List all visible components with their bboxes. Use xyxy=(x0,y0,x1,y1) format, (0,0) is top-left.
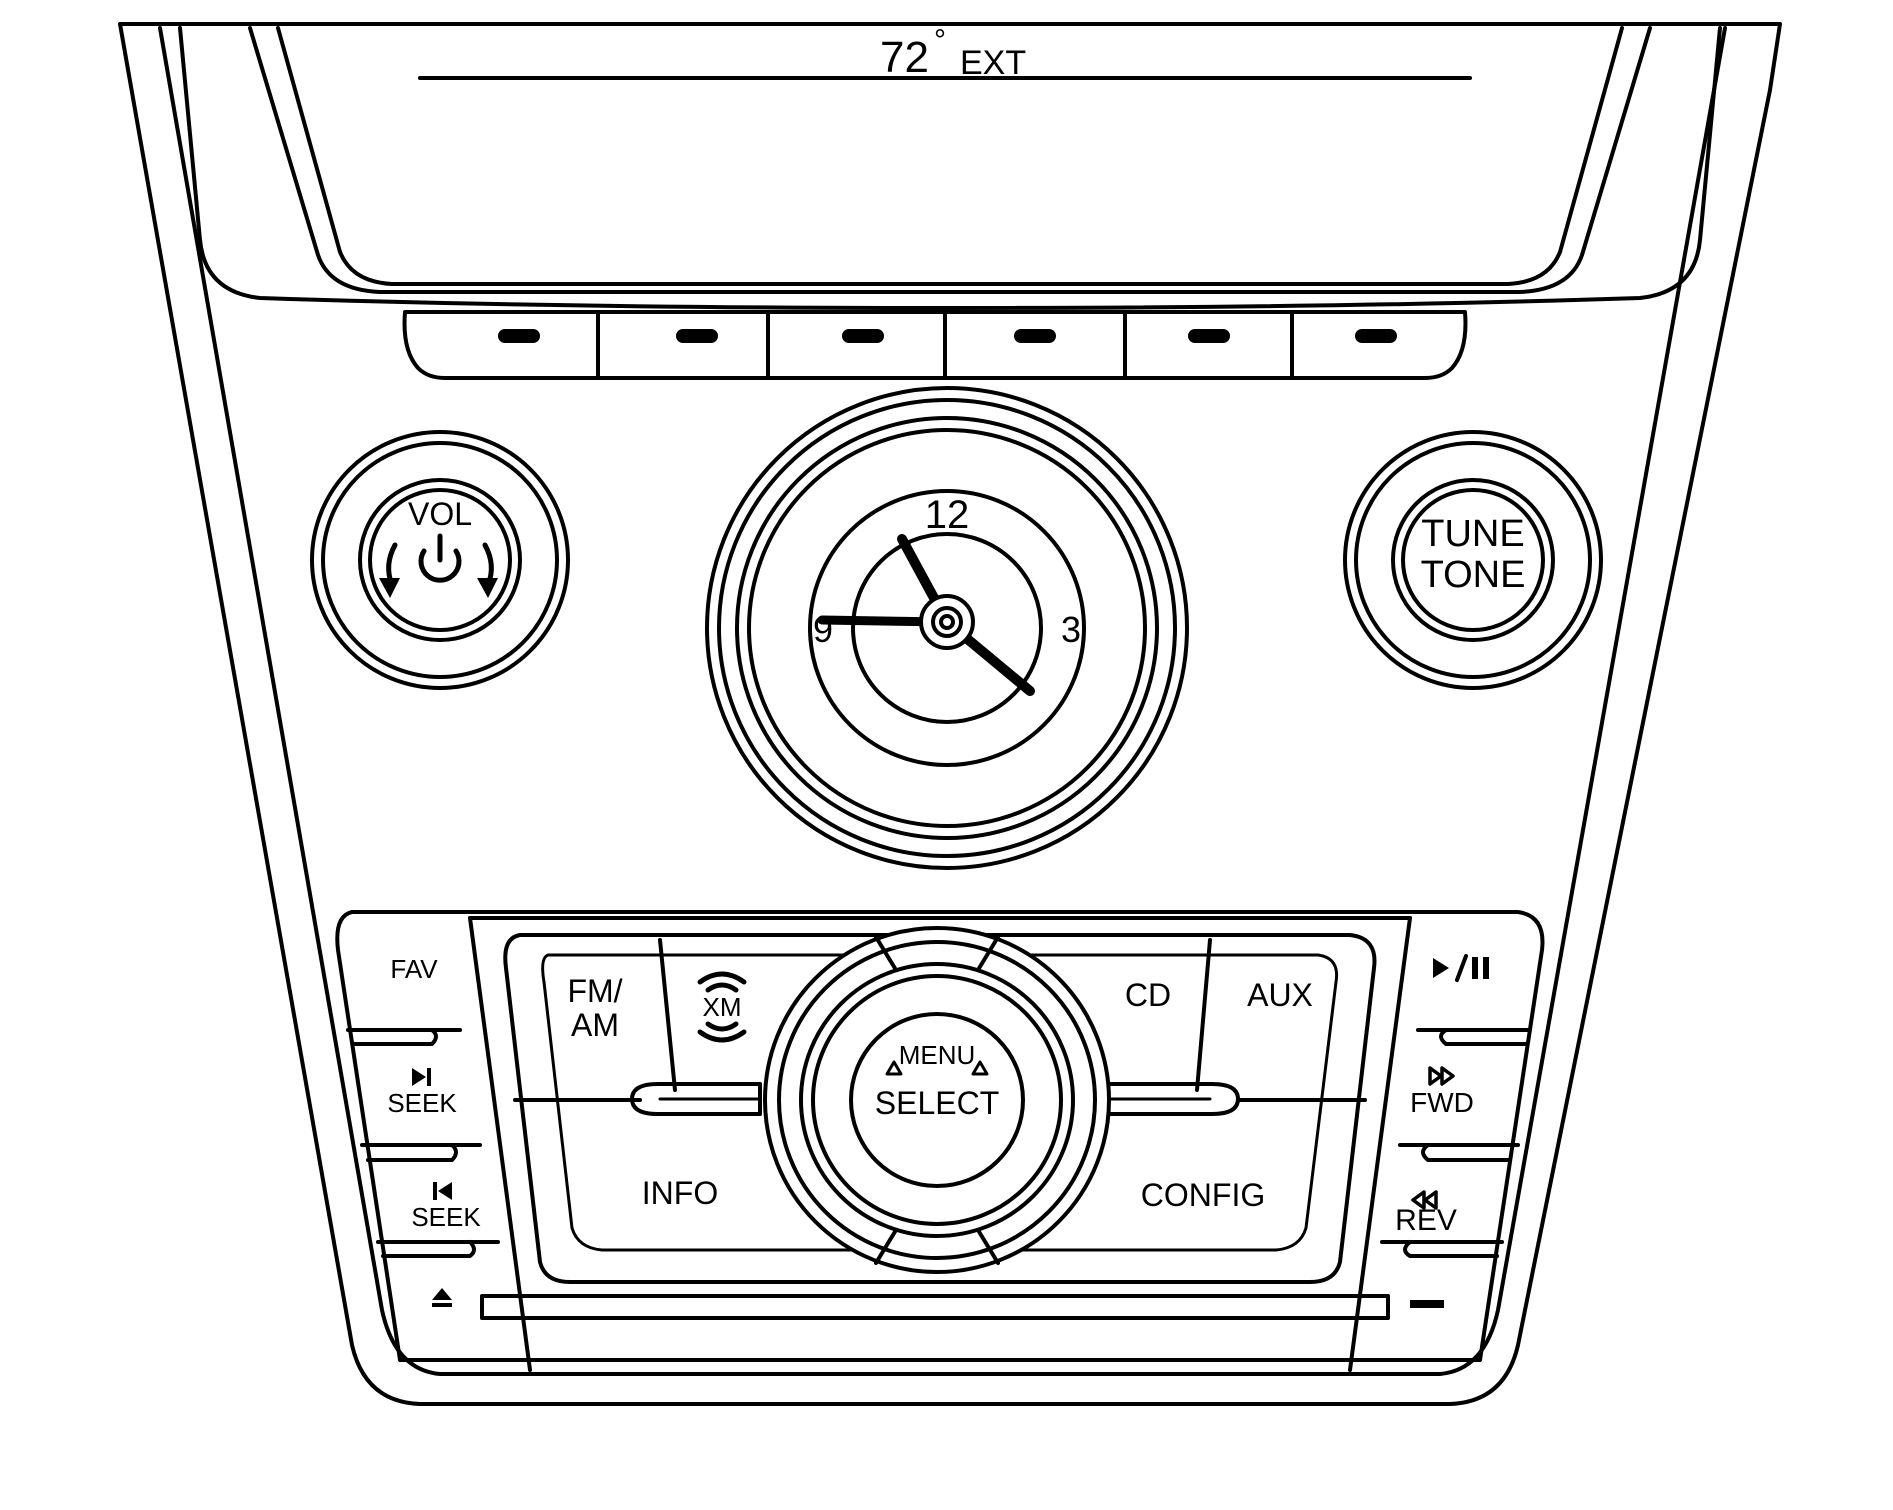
skip-prev-icon xyxy=(433,1182,452,1200)
info-label: INFO xyxy=(642,1175,718,1211)
clock-numeral-12: 12 xyxy=(925,493,970,537)
temperature-value: 72 xyxy=(880,33,929,82)
softkey-row xyxy=(402,310,1468,380)
menu-left-triangle-icon xyxy=(885,1060,903,1076)
cd-label: CD xyxy=(1125,977,1171,1013)
fm-am-label-line2: AM xyxy=(571,1007,619,1043)
right-button-column: FWD REV xyxy=(1380,954,1532,1308)
analog-clock: 12 3 9 xyxy=(705,386,1189,870)
menu-label: MENU xyxy=(899,1040,976,1070)
display-screen: 72 ° EXT xyxy=(178,24,1722,310)
select-label: SELECT xyxy=(875,1085,999,1121)
config-label: CONFIG xyxy=(1141,1177,1265,1213)
fav-label: FAV xyxy=(390,954,438,984)
play-pause-button[interactable] xyxy=(1433,954,1489,982)
degree-symbol: ° xyxy=(934,24,946,57)
dash-icon xyxy=(1014,329,1056,343)
dash-icon xyxy=(842,329,884,343)
slot-right-button[interactable] xyxy=(1410,1300,1444,1308)
aux-button[interactable]: AUX xyxy=(1247,977,1313,1013)
rotate-left-arrow-icon xyxy=(379,542,400,598)
power-icon xyxy=(418,533,462,583)
left-slider-bar xyxy=(630,1082,762,1116)
fwd-label: FWD xyxy=(1410,1087,1474,1118)
softkey-4[interactable] xyxy=(1014,329,1056,343)
right-slider-bar xyxy=(1088,1082,1240,1116)
fwd-button[interactable]: FWD xyxy=(1410,1066,1474,1118)
tone-label: TONE xyxy=(1421,554,1526,596)
seek-next-label: SEEK xyxy=(387,1088,457,1118)
softkey-5[interactable] xyxy=(1188,329,1230,343)
softkey-3[interactable] xyxy=(842,329,884,343)
seek-prev-label: SEEK xyxy=(411,1202,481,1232)
softkey-2[interactable] xyxy=(676,329,718,343)
eject-icon xyxy=(432,1288,452,1307)
clock-numeral-9: 9 xyxy=(813,609,833,650)
rev-label: REV xyxy=(1395,1204,1457,1237)
config-button[interactable]: CONFIG xyxy=(1141,1177,1265,1213)
seek-prev-button[interactable]: SEEK xyxy=(411,1182,481,1232)
menu-right-triangle-icon xyxy=(971,1060,989,1076)
softkey-6[interactable] xyxy=(1355,329,1397,343)
softkey-1[interactable] xyxy=(498,329,540,343)
tune-label: TUNE xyxy=(1421,513,1524,555)
fav-button[interactable]: FAV xyxy=(390,954,438,984)
info-button[interactable]: INFO xyxy=(642,1175,718,1211)
dash-icon xyxy=(498,329,540,343)
volume-knob[interactable]: VOL xyxy=(310,430,570,690)
xm-button[interactable]: XM xyxy=(697,971,747,1043)
rewind-icon xyxy=(1411,1190,1438,1210)
dash-icon xyxy=(676,329,718,343)
left-button-column: FAV SEEK SEEK xyxy=(346,954,500,1307)
seek-next-button[interactable]: SEEK xyxy=(387,1068,457,1118)
menu-select-knob[interactable]: MENU SELECT xyxy=(763,926,1111,1274)
xm-signal-icon xyxy=(697,971,747,1043)
clock-numeral-3: 3 xyxy=(1061,609,1081,650)
vol-label: VOL xyxy=(408,496,472,532)
temperature-unit: EXT xyxy=(960,44,1026,82)
rev-button[interactable]: REV xyxy=(1395,1190,1457,1237)
fm-am-label-line1: FM/ xyxy=(567,973,622,1009)
skip-next-icon xyxy=(412,1068,431,1086)
tune-tone-knob[interactable]: TUNE TONE xyxy=(1343,430,1603,690)
cd-slot xyxy=(480,1294,1390,1320)
aux-label: AUX xyxy=(1247,977,1313,1013)
eject-button[interactable] xyxy=(432,1288,452,1307)
fm-am-button[interactable]: FM/ AM xyxy=(567,973,622,1043)
control-cluster: FM/ AM XM CD AUX INFO CONFIG xyxy=(335,910,1545,1372)
dash-icon xyxy=(1355,329,1397,343)
xm-label: XM xyxy=(703,992,742,1022)
rotate-right-arrow-icon xyxy=(477,542,498,598)
cd-button[interactable]: CD xyxy=(1125,977,1171,1013)
fast-forward-icon xyxy=(1428,1066,1455,1086)
dash-icon xyxy=(1188,329,1230,343)
play-pause-icon xyxy=(1433,954,1489,982)
outer-bezel xyxy=(118,22,1782,1406)
dash-icon xyxy=(1410,1300,1444,1308)
